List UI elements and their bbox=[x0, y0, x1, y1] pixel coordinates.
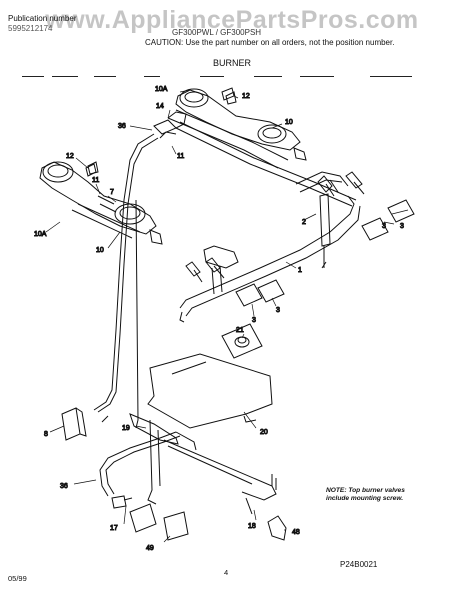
diagram-code: P24B0021 bbox=[340, 560, 378, 569]
part-label: 10 bbox=[96, 247, 104, 254]
part-label: 3 bbox=[400, 223, 404, 230]
heat-shield-plate bbox=[147, 353, 273, 429]
part-label: 11 bbox=[92, 177, 99, 184]
part-label: 2 bbox=[302, 219, 306, 226]
note-line: include mounting screw. bbox=[326, 495, 404, 502]
header-rule bbox=[94, 76, 116, 77]
header-rule bbox=[52, 76, 78, 77]
watermark: www.AppliancePartsPros.com bbox=[45, 6, 419, 34]
main-gas-pipe bbox=[135, 199, 277, 515]
gas-manifold-tubing bbox=[175, 121, 361, 323]
footer-date: 05/99 bbox=[8, 574, 27, 583]
part-label: 18 bbox=[248, 523, 256, 530]
note-line: NOTE: Top burner valves bbox=[326, 487, 405, 494]
header-rule bbox=[144, 76, 160, 77]
orifice-hood bbox=[221, 323, 263, 359]
header-rule bbox=[200, 76, 224, 77]
part-label: 10A bbox=[34, 231, 47, 238]
note-text: NOTE: Top burner valves include mounting… bbox=[326, 487, 405, 503]
part-label: 14 bbox=[156, 103, 164, 110]
part-label: 7 bbox=[110, 189, 114, 196]
part-label: 8 bbox=[44, 431, 48, 438]
publication-label: Publication number bbox=[8, 14, 77, 23]
burner-assembly-right bbox=[167, 88, 307, 169]
burner-assembly-left bbox=[39, 161, 163, 245]
supply-tubing bbox=[93, 111, 187, 423]
burner-valves bbox=[185, 171, 365, 283]
part-label: 12 bbox=[66, 153, 74, 160]
section-title: BURNER bbox=[212, 58, 251, 68]
part-label: 10 bbox=[285, 119, 293, 126]
part-label: 19 bbox=[122, 425, 130, 432]
page-number: 4 bbox=[224, 568, 229, 577]
part-label: 36 bbox=[118, 123, 126, 130]
part-label: 20 bbox=[260, 429, 268, 436]
orifice-clip bbox=[267, 515, 287, 541]
leader-lines bbox=[45, 89, 409, 543]
part-labels: 10A 12 14 36 10 11 12 11 7 10A 10 2 1 3 … bbox=[34, 86, 405, 553]
part-label: 3 bbox=[382, 223, 386, 230]
part-label: 10A bbox=[155, 86, 168, 93]
model-line: GF300PWL / GF300PSH bbox=[172, 28, 262, 37]
part-label: 3 bbox=[252, 317, 256, 324]
mounting-brackets bbox=[129, 503, 189, 541]
part-label: 17 bbox=[110, 525, 118, 532]
publication-code: 5995212174 bbox=[8, 24, 53, 33]
part-label: 21 bbox=[236, 327, 244, 334]
header-rule bbox=[22, 76, 44, 77]
header-rule bbox=[300, 76, 334, 77]
lower-gas-line bbox=[99, 413, 197, 509]
part-label: 11 bbox=[177, 153, 184, 160]
caution-text: CAUTION: Use the part number on all orde… bbox=[145, 38, 395, 47]
part-label: 48 bbox=[292, 529, 300, 536]
part-label: 36 bbox=[60, 483, 68, 490]
part-label: 3 bbox=[276, 307, 280, 314]
header-rule bbox=[254, 76, 282, 77]
part-label: 12 bbox=[242, 93, 250, 100]
pressure-regulator bbox=[61, 407, 87, 441]
knob-bushings bbox=[235, 199, 415, 307]
header-rule bbox=[370, 76, 412, 77]
part-label: 1 bbox=[298, 267, 302, 274]
part-label: 49 bbox=[146, 545, 154, 552]
